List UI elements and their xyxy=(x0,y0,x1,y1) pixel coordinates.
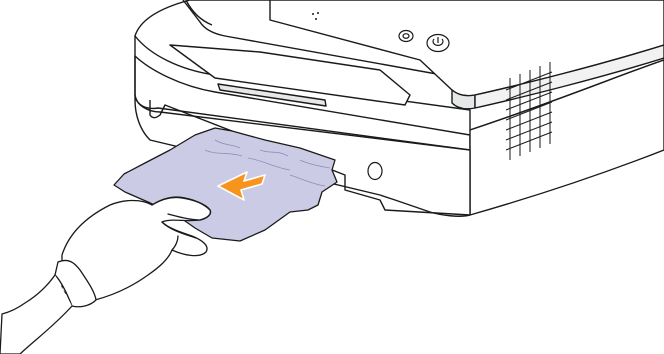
eco-button-icon xyxy=(399,31,413,42)
front-round-button xyxy=(368,163,382,180)
power-button-icon xyxy=(427,35,449,52)
sleeve-arm xyxy=(0,275,72,354)
hand xyxy=(0,197,211,354)
